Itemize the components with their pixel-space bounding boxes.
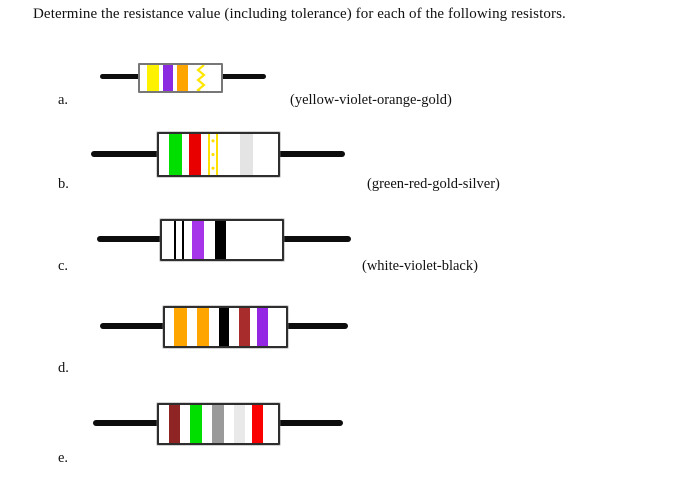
left-lead [100,74,144,79]
yellow-band [147,65,159,91]
violet-band [257,308,268,346]
item-label-d: d. [58,360,69,376]
resistor-body [157,132,280,177]
black-band [215,221,226,259]
question-title: Determine the resistance value (includin… [33,6,566,22]
left-lead [93,420,163,426]
brown-band [239,308,250,346]
item-label-e: e. [58,450,69,466]
resistor-body [157,403,280,445]
red-band [189,134,201,175]
resistor-body [163,306,288,348]
green-band [190,405,202,443]
red-band [252,405,263,443]
brown-band [169,405,180,443]
item-label-b: b. [58,176,69,192]
silver-band [234,405,245,443]
orange-band [197,308,209,346]
color-code-caption-b: (green-red-gold-silver) [367,176,500,192]
left-lead [100,323,169,329]
white-band [174,221,184,259]
right-lead [274,151,345,157]
gold-band [196,65,206,91]
orange-band [177,65,188,91]
violet-band [192,221,204,259]
resistor-body [160,219,284,261]
left-lead [97,236,166,242]
item-label-c: c. [58,258,69,274]
orange-band [174,308,187,346]
item-label-a: a. [58,92,69,108]
silver-band [240,134,253,175]
gold-band [208,134,218,175]
right-lead [282,323,348,329]
color-code-caption-c: (white-violet-black) [362,258,478,274]
black-band [219,308,229,346]
resistor-body [138,63,223,93]
left-lead [91,151,163,157]
green-band [169,134,182,175]
violet-band [163,65,173,91]
right-lead [274,420,343,426]
gray-band [212,405,224,443]
color-code-caption-a: (yellow-violet-orange-gold) [290,92,452,108]
right-lead [278,236,351,242]
right-lead [217,74,266,79]
